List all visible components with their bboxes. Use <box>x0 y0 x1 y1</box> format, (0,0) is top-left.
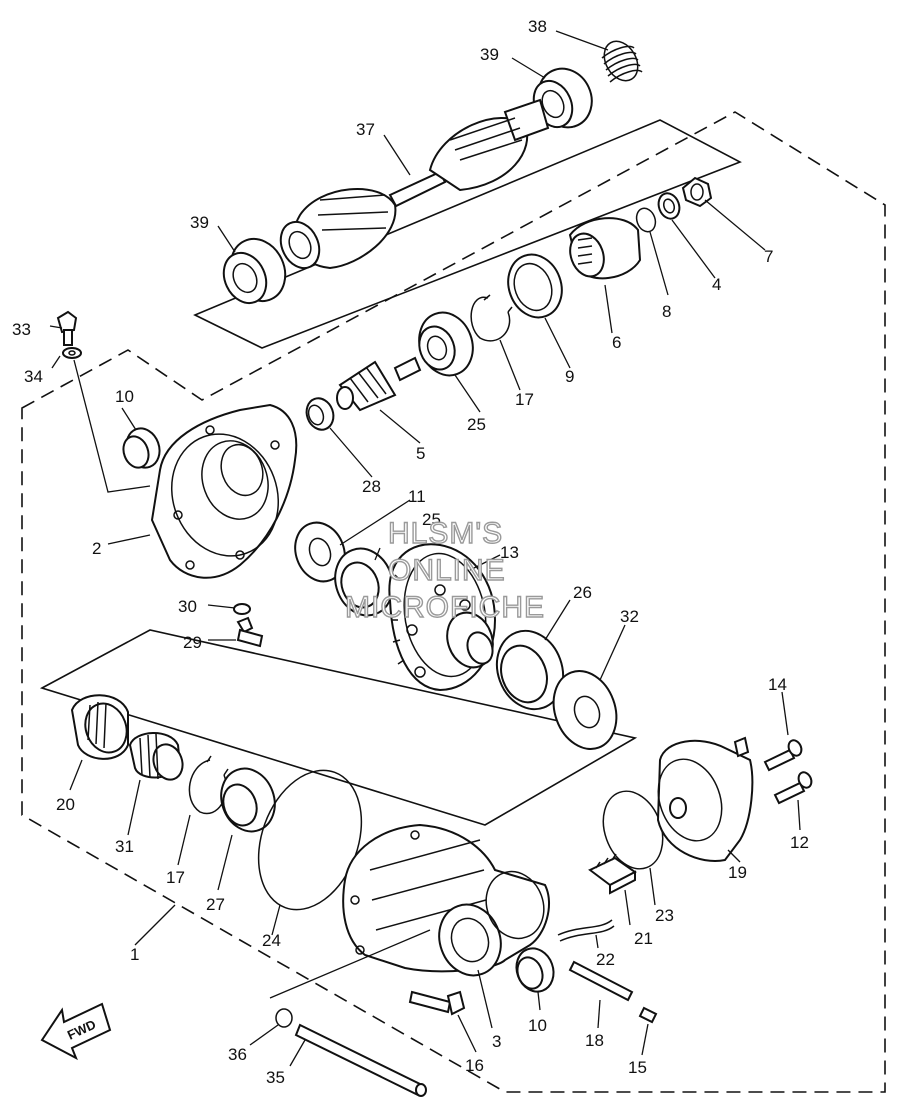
nut <box>681 176 713 208</box>
bearing-pinion <box>418 311 474 377</box>
watermark-line-2: ONLINE <box>388 554 506 587</box>
callout-25-top: 25 <box>467 415 486 434</box>
callout-10-top: 10 <box>115 387 134 406</box>
oil-seal-left <box>122 427 161 469</box>
callout-31: 31 <box>115 837 134 856</box>
callout-34: 34 <box>24 367 43 386</box>
callout-33: 33 <box>12 320 31 339</box>
breather-pipe <box>557 919 615 942</box>
outer-dashed-boundary <box>21 111 886 1093</box>
spring <box>601 40 643 83</box>
callout-23: 23 <box>655 906 674 925</box>
callout-7: 7 <box>764 247 773 266</box>
circlip-small <box>275 1008 293 1028</box>
rod <box>568 960 634 1002</box>
damper <box>588 853 637 895</box>
callout-22: 22 <box>596 950 615 969</box>
gear-shaft <box>128 732 184 781</box>
coupling-gear <box>568 217 642 280</box>
callout-15: 15 <box>628 1058 647 1077</box>
callout-2: 2 <box>92 539 101 558</box>
washer-top <box>62 347 82 359</box>
callout-6: 6 <box>612 333 621 352</box>
watermark-line-1: HLSM'S <box>388 517 503 550</box>
bolt-case <box>408 990 466 1016</box>
callout-36: 36 <box>228 1045 247 1064</box>
watermark: HLSM'S ONLINE MICROFICHE <box>344 516 545 624</box>
screw-upper <box>763 739 803 772</box>
callout-16: 16 <box>465 1056 484 1075</box>
callout-29: 29 <box>183 633 202 652</box>
screw-lower <box>773 771 813 805</box>
callout-26: 26 <box>573 583 592 602</box>
callout-4: 4 <box>712 275 721 294</box>
callout-20: 20 <box>56 795 75 814</box>
bolt-top <box>56 310 78 346</box>
lower-group-frame <box>39 629 638 826</box>
actuator-motor <box>656 736 754 862</box>
shaft-group-frame <box>193 119 742 349</box>
callout-37: 37 <box>356 120 375 139</box>
callout-18: 18 <box>585 1031 604 1050</box>
callout-21: 21 <box>634 929 653 948</box>
callout-10-bottom: 10 <box>528 1016 547 1035</box>
bearing-upper <box>532 67 593 129</box>
callout-28: 28 <box>362 477 381 496</box>
callout-17-top: 17 <box>515 390 534 409</box>
gear-case <box>342 823 550 977</box>
leader-lines <box>49 30 801 1067</box>
callout-38: 38 <box>528 17 547 36</box>
washer <box>657 192 681 220</box>
callout-39-top: 39 <box>480 45 499 64</box>
callout-19: 19 <box>728 863 747 882</box>
drive-shaft <box>279 98 550 270</box>
bearing-lower <box>220 767 276 833</box>
callout-9: 9 <box>565 367 574 386</box>
shim-right <box>552 670 618 750</box>
needle-bearing <box>305 397 335 431</box>
gear-case-cover <box>150 403 298 579</box>
callout-27: 27 <box>206 895 225 914</box>
set-screw <box>638 1006 658 1024</box>
bearing-middle <box>334 547 394 617</box>
callout-11: 11 <box>408 487 426 506</box>
callout-5: 5 <box>416 444 425 463</box>
differential-ring-gear <box>388 543 497 692</box>
bearing-lower-left <box>222 237 287 305</box>
callout-32: 32 <box>620 607 639 626</box>
callout-39-bottom: 39 <box>190 213 209 232</box>
washer-small <box>233 603 251 615</box>
callout-13: 13 <box>500 543 519 562</box>
watermark-line-3: MICROFICHE <box>345 591 545 624</box>
callout-8: 8 <box>662 302 671 321</box>
pin-shaft <box>294 1023 427 1097</box>
bearing-right <box>495 629 565 711</box>
callout-3: 3 <box>492 1032 501 1051</box>
pinion-gear <box>336 356 422 412</box>
collar <box>70 694 129 760</box>
oil-seal-lower <box>515 947 555 993</box>
callout-17-bottom: 17 <box>166 868 185 887</box>
callout-14: 14 <box>768 675 787 694</box>
callout-30: 30 <box>178 597 197 616</box>
circlip-upper <box>470 294 513 342</box>
forward-direction-arrow: FWD <box>40 1002 112 1061</box>
o-ring-small <box>635 207 657 233</box>
callout-25-mid: 25 <box>422 510 441 529</box>
callout-labels: 1 2 3 4 5 6 7 8 9 10 10 10 11 12 13 14 1… <box>12 17 809 1087</box>
callout-24: 24 <box>262 931 281 950</box>
oil-seal <box>507 253 563 319</box>
shim <box>294 521 346 583</box>
callout-35: 35 <box>266 1068 285 1087</box>
callout-1: 1 <box>130 945 139 964</box>
callout-12: 12 <box>790 833 809 852</box>
bolt-small <box>236 616 264 648</box>
